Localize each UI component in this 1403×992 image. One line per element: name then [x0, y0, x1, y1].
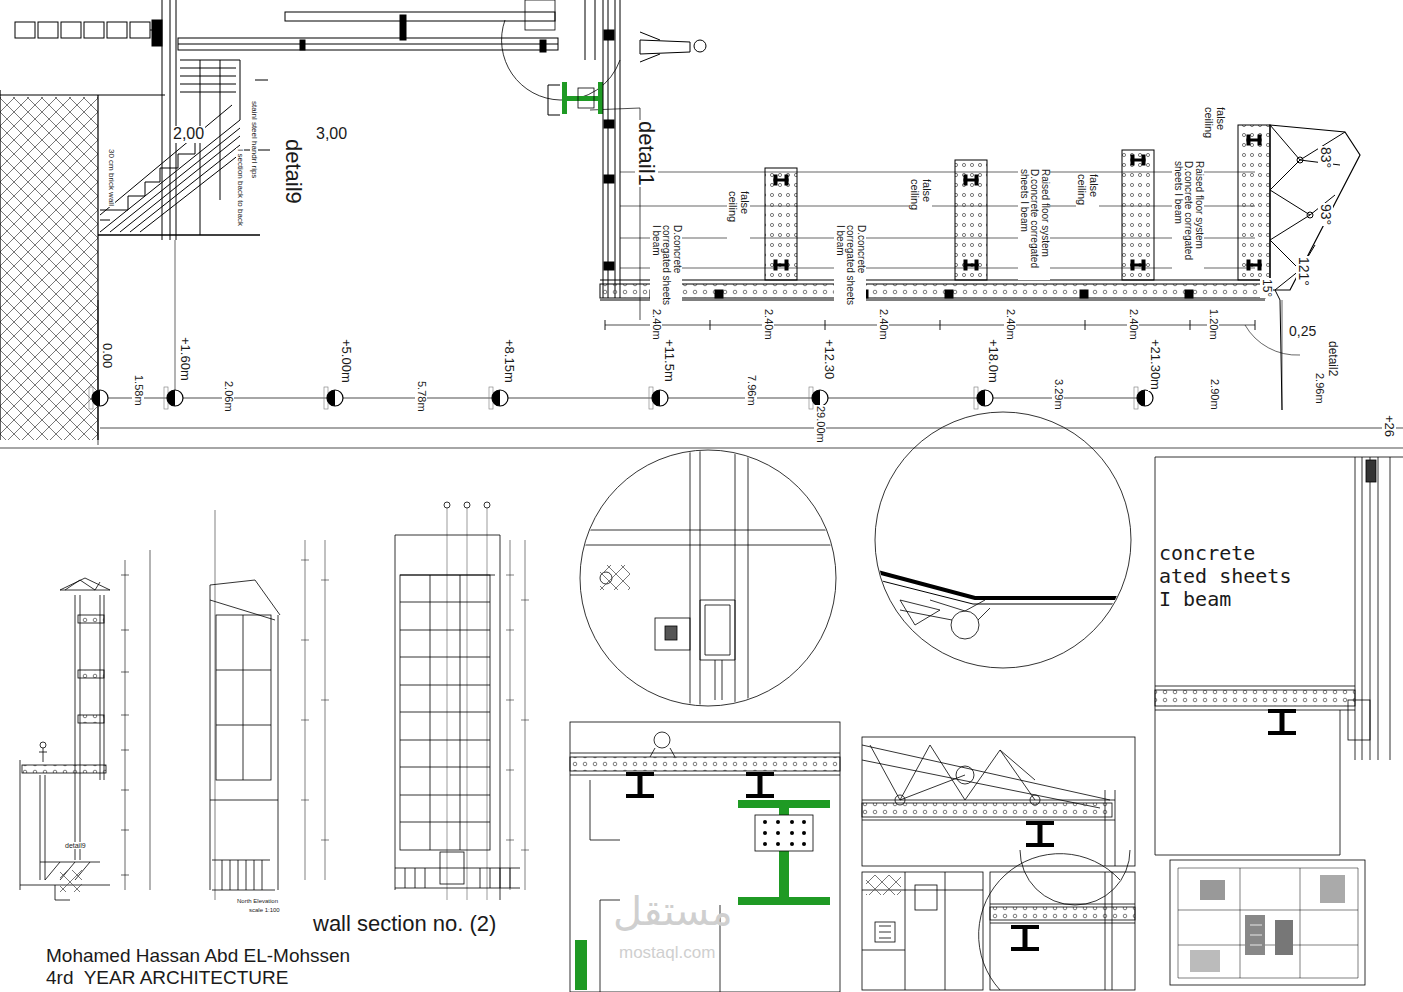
sheet-title: wall section no. (2) [312, 912, 497, 935]
dimension-text: 3.29m [1052, 378, 1064, 411]
detail-label: detail9 [64, 842, 87, 849]
dimension-text: 2.06m [222, 380, 234, 413]
drawing-title: North Elevation [236, 898, 279, 904]
annotation: I section back to back [236, 148, 244, 227]
dimension-text: 2.40m [762, 308, 774, 341]
annotation: 30 cm brick wall [107, 148, 115, 207]
angle-text: 93° [1318, 203, 1333, 226]
dimension-text: 3,00 [315, 126, 348, 143]
level-text: +12.30 [822, 338, 836, 380]
level-text: +5.00m [339, 338, 353, 384]
level-text: 0.00 [100, 342, 114, 369]
annotation: false ceiling [727, 190, 750, 244]
watermark: mostaql.com [618, 944, 716, 962]
dimension-text: 2.90m [1208, 378, 1220, 411]
author-name: Mohamed Hassan Abd EL-Mohssen [45, 946, 351, 966]
level-text: +11.5m [662, 338, 676, 383]
angle-text: 121° [1296, 256, 1311, 287]
level-text: +18.0m [986, 338, 1000, 384]
detail-label: detail2 [1326, 340, 1339, 377]
annotation: ated sheets [1158, 566, 1292, 587]
author-year: 4rd YEAR ARCHITECTURE [45, 968, 289, 988]
annotation: Raised floor system D.concrete corregate… [1173, 160, 1205, 272]
dimension-text: 0,25 [1288, 324, 1317, 339]
dimension-text: 2.96m [1313, 372, 1325, 405]
scale-text: scale 1:100 [248, 907, 281, 913]
dimension-text: 2.40m [1127, 308, 1139, 341]
angle-text: 15° [1260, 278, 1273, 298]
dimension-text: 2.40m [1004, 308, 1016, 341]
level-text: +21.30m [1148, 338, 1162, 391]
dimension-text: 2.40m [650, 308, 662, 341]
annotation: false ceiling [1203, 106, 1226, 160]
angle-text: 83° [1318, 146, 1333, 169]
level-text: +8.15m [502, 338, 516, 384]
dimension-text: 1.58m [132, 374, 144, 407]
level-text: +1.60m [178, 336, 192, 382]
dimension-text: 2,00 [172, 126, 205, 143]
annotation: concrete [1158, 543, 1256, 564]
watermark: مستقل [612, 890, 734, 932]
detail-label: detail1 [635, 120, 658, 187]
annotation: D.concrete corregated sheets I beam [835, 224, 867, 308]
dimension-text: 29.00m [814, 405, 826, 444]
dimension-text: 5.78m [415, 380, 427, 413]
detail-label: detail9 [282, 138, 305, 205]
dimension-text: 1.20m [1207, 308, 1219, 341]
annotation: stainl steel handrl rips [250, 100, 258, 179]
annotation: false ceiling [909, 178, 932, 232]
annotation: Raised floor system D.concrete corregate… [1019, 168, 1051, 280]
annotation: D.concrete corregated sheets I beam [651, 224, 683, 308]
level-text: +26 [1382, 414, 1396, 438]
annotation: false ceiling [1076, 173, 1099, 227]
dimension-text: 7.96m [745, 374, 757, 407]
annotation: I beam [1158, 589, 1232, 610]
dimension-text: 2.40m [877, 308, 889, 341]
